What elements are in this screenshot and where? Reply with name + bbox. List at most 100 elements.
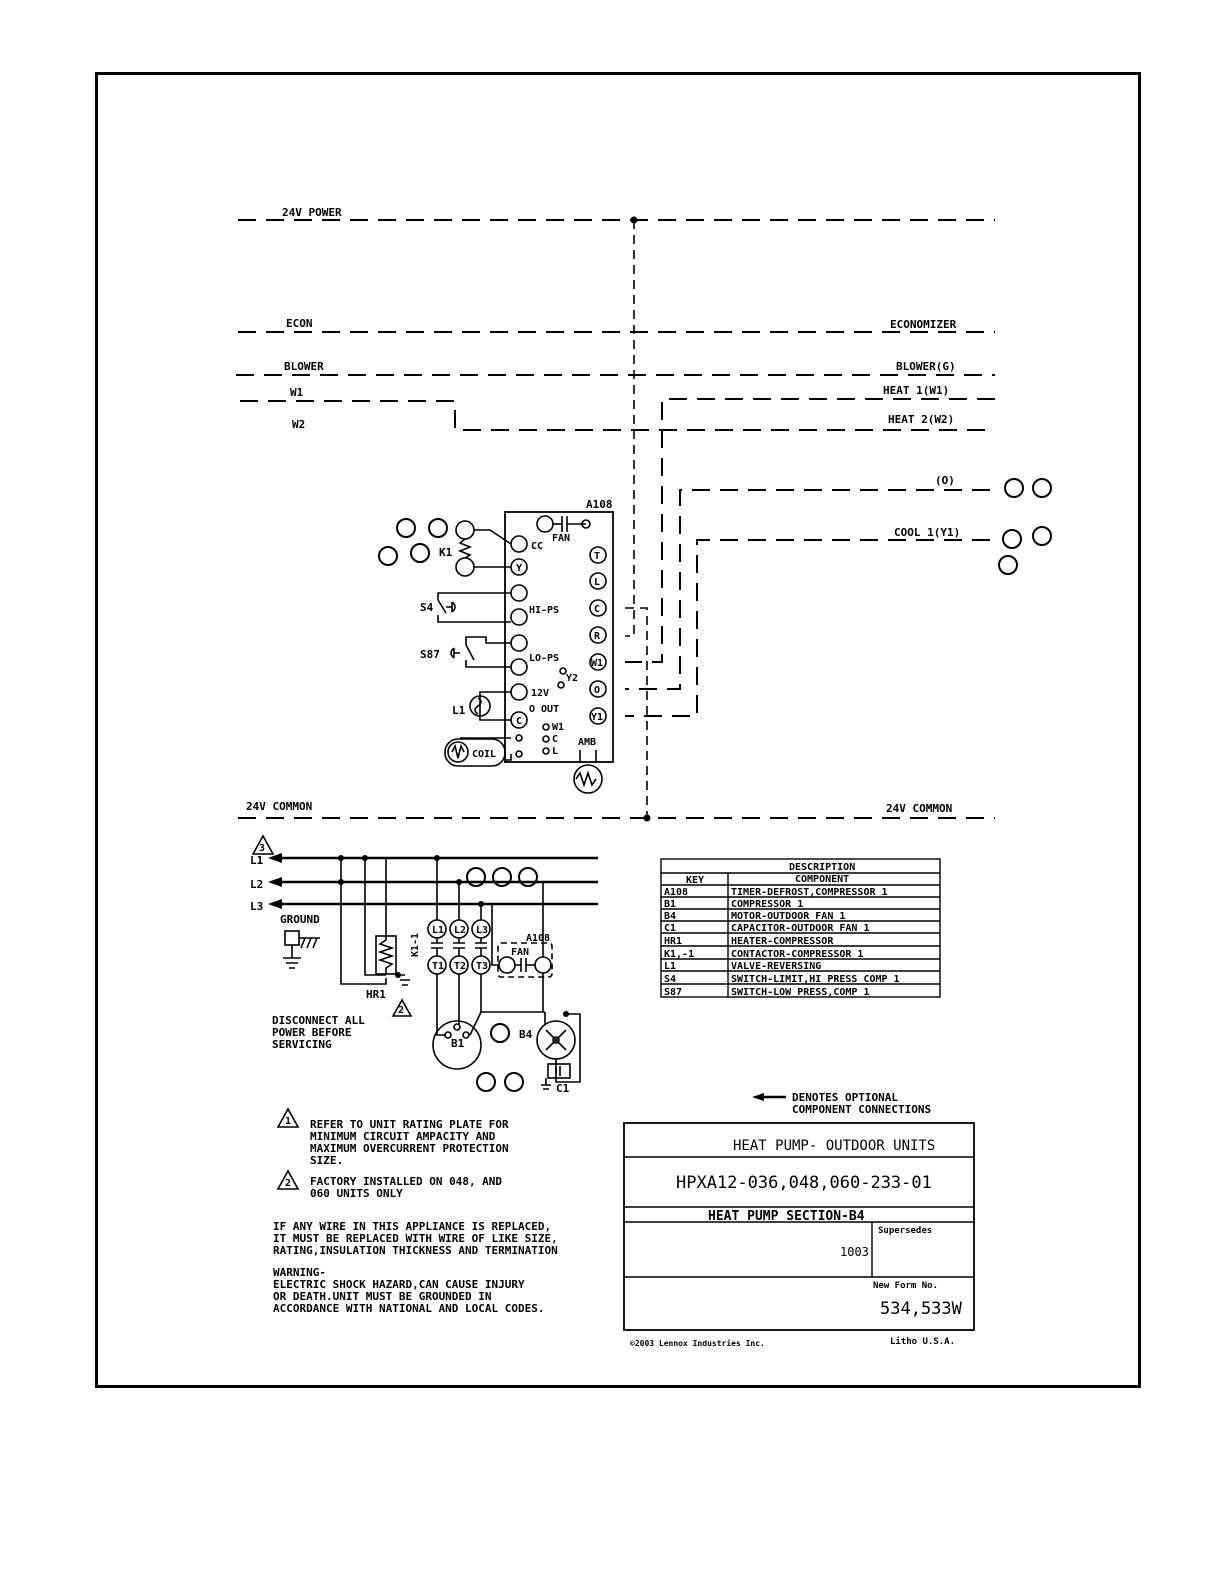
control-components: K1 S4 S87 L1 COIL [420,520,512,767]
label-heat1: HEAT 1(W1) [883,384,949,397]
legend-component: SWITCH-LIMIT,HI PRESS COMP 1 [731,974,900,985]
note-2-marker: 2 [285,1178,291,1189]
terminal-hi-ps: HI-PS [529,605,559,616]
k1-t3: T3 [476,961,488,972]
terminal-o-out: O OUT [529,704,559,715]
label-heat2: HEAT 2(W2) [888,413,954,426]
ground-label: GROUND [280,913,320,926]
optional-note: DENOTES OPTIONAL COMPONENT CONNECTIONS [752,1091,931,1116]
legend-key: B4 [664,911,676,922]
label-o: (O) [935,474,955,487]
b4-label: B4 [519,1028,533,1041]
label-w2: W2 [292,418,305,431]
label-24v-common-right: 24V COMMON [886,802,952,815]
connector-circles [378,478,1052,1092]
legend-key: B1 [664,899,676,910]
disconnect-note: DISCONNECT ALL POWER BEFORE SERVICING [272,1014,365,1051]
label-24v-common-left: 24V COMMON [246,800,312,813]
legend-key: S87 [664,987,682,998]
warning-3: 3 [259,843,265,854]
label-blower: BLOWER [284,360,324,373]
svg-text:OR DEATH.UNIT MUST BE GROUNDED: OR DEATH.UNIT MUST BE GROUNDED IN [273,1290,492,1303]
new-form-value: 534,533W [880,1299,963,1319]
board-fan-label: FAN [552,533,570,544]
title-block: HEAT PUMP- OUTDOOR UNITS HPXA12-036,048,… [623,1122,975,1348]
svg-text:POWER BEFORE: POWER BEFORE [272,1026,351,1039]
svg-text:COMPONENT CONNECTIONS: COMPONENT CONNECTIONS [792,1103,931,1116]
wire-r [625,220,635,637]
jumper-c: C [552,734,558,745]
litho: Litho U.S.A. [890,1336,955,1347]
title-block-section: HEAT PUMP SECTION-B4 [708,1209,865,1224]
amb-label: AMB [578,737,596,748]
fan-relay-a108: A108 [526,933,550,944]
legend-component: MOTOR-OUTDOOR FAN 1 [731,911,845,922]
legend-col-component: COMPONENT [795,874,849,885]
legend-component: HEATER-COMPRESSOR [731,936,834,947]
svg-text:WARNING-: WARNING- [273,1266,326,1279]
svg-text:FACTORY INSTALLED ON 048, AND: FACTORY INSTALLED ON 048, AND [310,1175,502,1188]
bus-w2 [240,400,995,431]
bus-labels: 24V POWER ECON ECONOMIZER BLOWER BLOWER(… [246,206,960,815]
terminal-l: L [594,577,600,588]
label-econ: ECON [286,317,313,330]
control-board-a108: A108 FAN T L C R W1 O Y1 CC [504,498,614,794]
bus-o [625,489,990,690]
terminal-y1: Y1 [591,712,603,723]
k1-1-label: K1-1 [410,933,421,957]
legend-component: TIMER-DEFROST,COMPRESSOR 1 [731,887,888,898]
s4-label: S4 [420,601,434,614]
jumper-w1: W1 [552,722,564,733]
label-24v-power: 24V POWER [282,206,342,219]
terminal-o: O [594,685,600,696]
line-l2-label: L2 [250,878,263,891]
svg-text:SIZE.: SIZE. [310,1154,343,1167]
legend-key: HR1 [664,936,682,947]
line-voltage-section: 3 L1 L2 L3 GROUND HR1 2 [250,834,598,1095]
label-economizer: ECONOMIZER [890,318,957,331]
legend-key: A108 [664,887,688,898]
svg-text:MAXIMUM OVERCURRENT PROTECTION: MAXIMUM OVERCURRENT PROTECTION [310,1142,509,1155]
terminal-w1: W1 [591,658,603,669]
svg-text:MINIMUM CIRCUIT AMPACITY AND: MINIMUM CIRCUIT AMPACITY AND [310,1130,496,1143]
legend-col-key: KEY [686,875,704,886]
legend-component: CAPACITOR-OUTDOOR FAN 1 [731,923,869,934]
fan-relay-fan: FAN [511,947,529,958]
copyright: ©2003 Lennox Industries Inc. [630,1338,765,1348]
legend-table: DESCRIPTION KEY COMPONENT A108 TIMER-DEF… [660,858,941,998]
line-l1-label: L1 [250,854,264,867]
svg-text:DENOTES OPTIONAL: DENOTES OPTIONAL [792,1091,898,1104]
svg-text:REFER TO UNIT RATING PLATE FOR: REFER TO UNIT RATING PLATE FOR [310,1118,509,1131]
k1-t2: T2 [454,961,466,972]
terminal-lo-ps: LO-PS [529,653,559,664]
terminal-y: Y [516,563,522,574]
terminal-c-left: C [516,716,522,727]
notes: 1 REFER TO UNIT RATING PLATE FOR MINIMUM… [273,1107,558,1315]
s87-label: S87 [420,648,440,661]
c1-label: C1 [556,1082,570,1095]
legend-component: SWITCH-LOW PRESS,COMP 1 [731,987,869,998]
k1-l3: L3 [476,925,488,936]
terminal-12v: 12V [531,688,549,699]
legend-key: C1 [664,923,676,934]
line-l3-label: L3 [250,900,263,913]
label-cool1: COOL 1(Y1) [894,526,960,539]
svg-text:DISCONNECT ALL: DISCONNECT ALL [272,1014,365,1027]
bus-cool1 [625,539,990,717]
terminal-y2: Y2 [566,673,578,684]
svg-text:RATING,INSULATION THICKNESS AN: RATING,INSULATION THICKNESS AND TERMINAT… [273,1244,558,1257]
b1-label: B1 [451,1037,465,1050]
hr1-label: HR1 [366,988,386,1001]
drawing-frame [95,72,1141,1388]
label-blower-g: BLOWER(G) [896,360,956,373]
legend-component: COMPRESSOR 1 [731,899,803,910]
svg-text:SERVICING: SERVICING [272,1038,332,1051]
supersedes-value: 1003 [840,1245,869,1259]
coil-label: COIL [472,749,496,760]
wire-c [625,607,648,818]
terminal-cc: CC [531,541,543,552]
note-1-marker: 1 [285,1116,291,1127]
legend-component: VALVE-REVERSING [731,961,821,972]
label-w1: W1 [290,386,304,399]
